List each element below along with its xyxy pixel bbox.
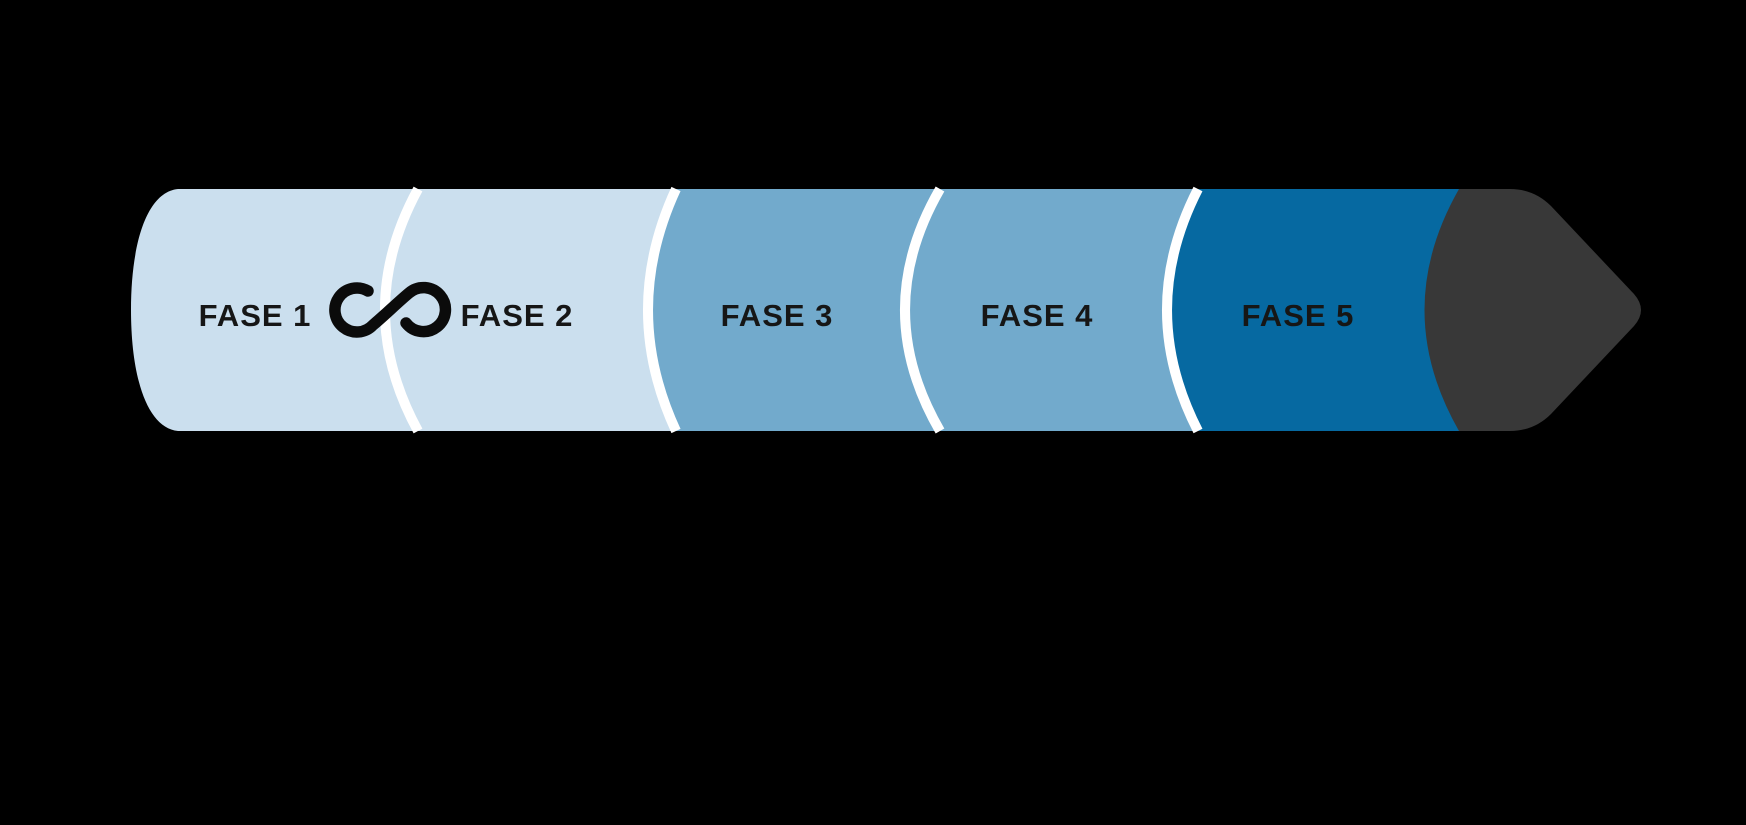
phase-label-fase-4: FASE 4 (981, 298, 1094, 333)
phase-segment-fase-3 (648, 189, 940, 431)
segment-divider-3 (900, 186, 945, 434)
pencil-tip (1424, 189, 1641, 431)
phase-label-fase-3: FASE 3 (721, 298, 834, 333)
phase-segment-fase-4 (905, 189, 1198, 431)
phase-segment-fase-5 (1167, 189, 1490, 431)
segment-divider-2 (643, 186, 681, 434)
phase-label-fase-1: FASE 1 (199, 298, 312, 333)
segment-divider-4 (1162, 186, 1203, 434)
phase-label-fase-5: FASE 5 (1242, 298, 1355, 333)
phase-segment-fase-2 (385, 189, 676, 431)
phase-segment-fase-1 (131, 189, 418, 431)
phase-label-fase-2: FASE 2 (461, 298, 574, 333)
infinity-icon (329, 281, 452, 338)
